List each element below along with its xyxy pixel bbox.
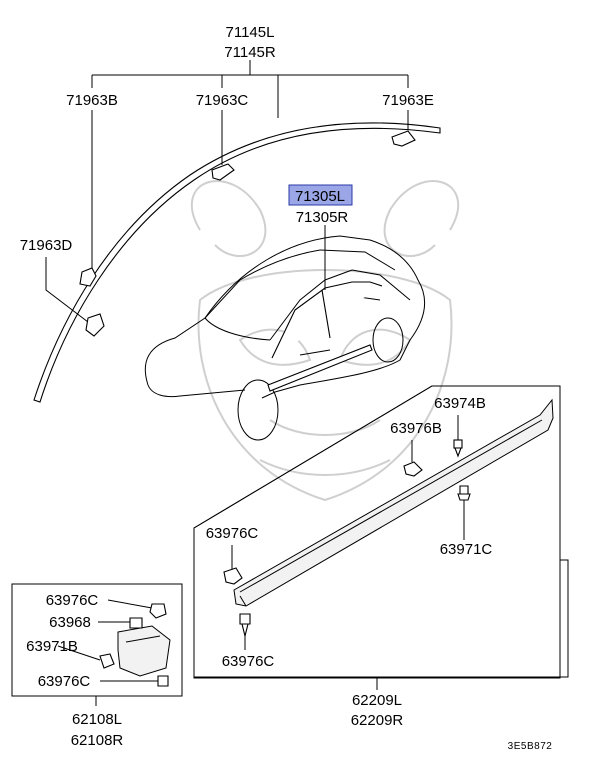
clip-63976b[interactable] [403, 440, 423, 477]
label-63974b[interactable]: 63974B [434, 395, 486, 412]
diagram-code: 3E5B872 [508, 741, 553, 752]
label-62209l[interactable]: 62209L [352, 692, 402, 709]
roof-moulding-71145[interactable] [33, 122, 441, 403]
label-71963e[interactable]: 71963E [382, 92, 434, 109]
label-71145r[interactable]: 71145R [224, 44, 276, 61]
label-71305l[interactable]: 71305L [295, 188, 345, 205]
label-62108l[interactable]: 62108L [72, 711, 122, 728]
label-63976b[interactable]: 63976B [390, 420, 442, 437]
label-71145l[interactable]: 71145L [226, 24, 275, 41]
clip-71963b[interactable] [79, 110, 97, 287]
clip-71963d[interactable] [45, 257, 105, 337]
label-62209r[interactable]: 62209R [351, 712, 404, 729]
door-window-moulding-71305[interactable] [271, 225, 383, 359]
clip-71963c[interactable] [211, 110, 235, 181]
clip-71963e[interactable] [391, 110, 416, 147]
label-63968[interactable]: 63968 [49, 614, 91, 631]
clip-63976c-box-upper[interactable] [107, 599, 167, 619]
label-71963b[interactable]: 71963B [66, 92, 118, 109]
screw-63971c[interactable] [457, 485, 471, 540]
label-71963c[interactable]: 71963C [196, 92, 249, 109]
sill-garnish-62209[interactable] [233, 398, 554, 607]
nut-63968[interactable] [98, 617, 143, 629]
label-63976c-box-lower[interactable]: 63976C [38, 673, 91, 690]
leader-71145 [91, 60, 409, 118]
label-63971c[interactable]: 63971C [440, 541, 493, 558]
car-body [144, 235, 426, 441]
screw-63971b[interactable] [57, 645, 115, 669]
screw-63974b[interactable] [453, 415, 463, 458]
car-side-sill [267, 344, 373, 392]
clip-63976c-lower[interactable] [239, 613, 251, 650]
mudguard-box [11, 583, 183, 706]
label-63976c-upper[interactable]: 63976C [206, 525, 259, 542]
clip-63976c-upper[interactable] [223, 545, 243, 585]
label-63971b[interactable]: 63971B [26, 638, 78, 655]
mudguard-62108[interactable] [117, 625, 171, 677]
label-71963d[interactable]: 71963D [20, 237, 73, 254]
label-71305l-highlight [288, 184, 353, 206]
label-62108r[interactable]: 62108R [71, 732, 124, 749]
clip-63976c-box-lower[interactable] [100, 675, 169, 687]
label-71305r[interactable]: 71305R [296, 209, 349, 226]
label-63976c-box-upper[interactable]: 63976C [46, 592, 99, 609]
label-63976c-lower[interactable]: 63976C [222, 653, 275, 670]
